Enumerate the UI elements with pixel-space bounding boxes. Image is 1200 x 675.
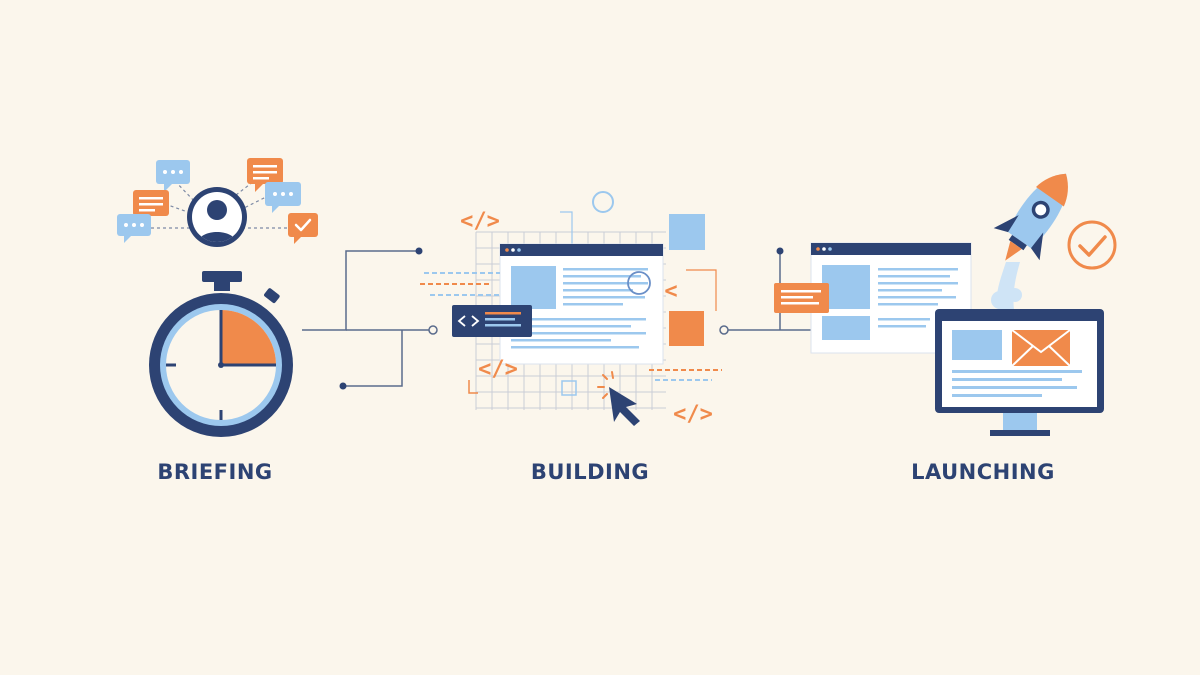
connector-briefing-to-building: [302, 247, 438, 390]
check-message-icon: [288, 213, 318, 244]
chat-bubble-icon: [265, 182, 301, 213]
message-card-icon: [774, 283, 829, 313]
launching-illustration: [774, 173, 1117, 436]
connectors: [302, 247, 812, 390]
mail-icon: [1011, 329, 1071, 367]
stage-label-launching: LAUNCHING: [911, 460, 1055, 484]
decor-circle-icon: [592, 191, 614, 213]
stage-label-building: BUILDING: [530, 460, 650, 484]
building-illustration: </> </> </> <: [420, 191, 722, 427]
user-avatar-icon: [187, 187, 247, 247]
component-block: [669, 311, 704, 346]
stopwatch-icon: [149, 271, 293, 437]
code-editor-chip: [452, 305, 532, 337]
code-chevron-icon: <: [664, 279, 677, 304]
click-sparkle-icon: [597, 371, 614, 399]
rocket-trail: [991, 262, 1022, 310]
browser-window-icon: [810, 242, 972, 354]
cursor-icon: [609, 387, 640, 426]
code-lines-left: [420, 272, 500, 296]
stage-label-briefing: BRIEFING: [157, 460, 273, 484]
chat-bubble-icon: [117, 214, 151, 243]
chat-bubble-icon: [156, 160, 190, 192]
browser-window-icon: [499, 243, 664, 365]
image-block: [669, 214, 705, 250]
search-icon: [627, 271, 651, 295]
check-circle-icon: [1067, 220, 1117, 270]
briefing-illustration: [117, 158, 318, 437]
code-tag-icon: </>: [673, 402, 713, 427]
monitor-icon: [935, 309, 1104, 436]
rocket-icon: [993, 173, 1068, 261]
code-tag-icon: </>: [460, 209, 500, 234]
code-tag-icon: </>: [478, 357, 518, 382]
code-lines-right: [649, 369, 722, 381]
briefing-progress-wedge: [221, 310, 276, 365]
chat-bubble-icon: [247, 158, 283, 192]
